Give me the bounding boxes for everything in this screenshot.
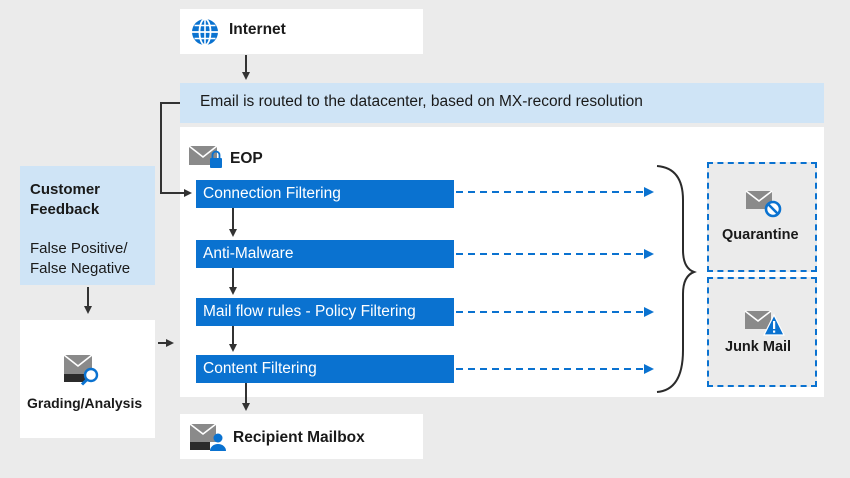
internet-label: Internet: [229, 21, 286, 38]
recipient-mailbox-label: Recipient Mailbox: [233, 429, 365, 446]
customer-feedback-title: Customer Feedback: [30, 181, 101, 218]
locked-mail-icon: [188, 145, 226, 176]
anti-malware-step: Anti-Malware: [196, 240, 454, 268]
eop-label: EOP: [230, 150, 263, 167]
quarantine-label: Quarantine: [722, 227, 799, 243]
mail-warning-icon: [744, 310, 786, 343]
junk-mail-box: Junk Mail: [707, 277, 817, 387]
mail-user-icon: [189, 423, 229, 458]
routing-banner: Email is routed to the datacenter, based…: [180, 83, 824, 123]
grouping-brace: [656, 165, 697, 393]
content-filtering-step: Content Filtering: [196, 355, 454, 383]
globe-icon: [190, 17, 220, 52]
routing-banner-text: Email is routed to the datacenter, based…: [200, 93, 643, 110]
junk-mail-label: Junk Mail: [725, 339, 792, 355]
mail-blocked-icon: [745, 190, 785, 225]
recipient-mailbox-box: Recipient Mailbox: [180, 414, 423, 459]
policy-filtering-step: Mail flow rules - Policy Filtering: [196, 298, 454, 326]
quarantine-box: Quarantine: [707, 162, 817, 272]
mail-search-icon: [63, 354, 103, 391]
grading-analysis-label: Grading/Analysis: [27, 395, 143, 411]
connection-filtering-step: Connection Filtering: [196, 180, 454, 208]
internet-box: Internet: [180, 9, 423, 54]
arrow-banner-to-connection-filtering: [160, 102, 192, 197]
customer-feedback-box: Customer Feedback False Positive/ False …: [20, 166, 155, 285]
customer-feedback-body: False Positive/ False Negative: [30, 240, 131, 277]
grading-analysis-box: Grading/Analysis: [20, 320, 155, 438]
